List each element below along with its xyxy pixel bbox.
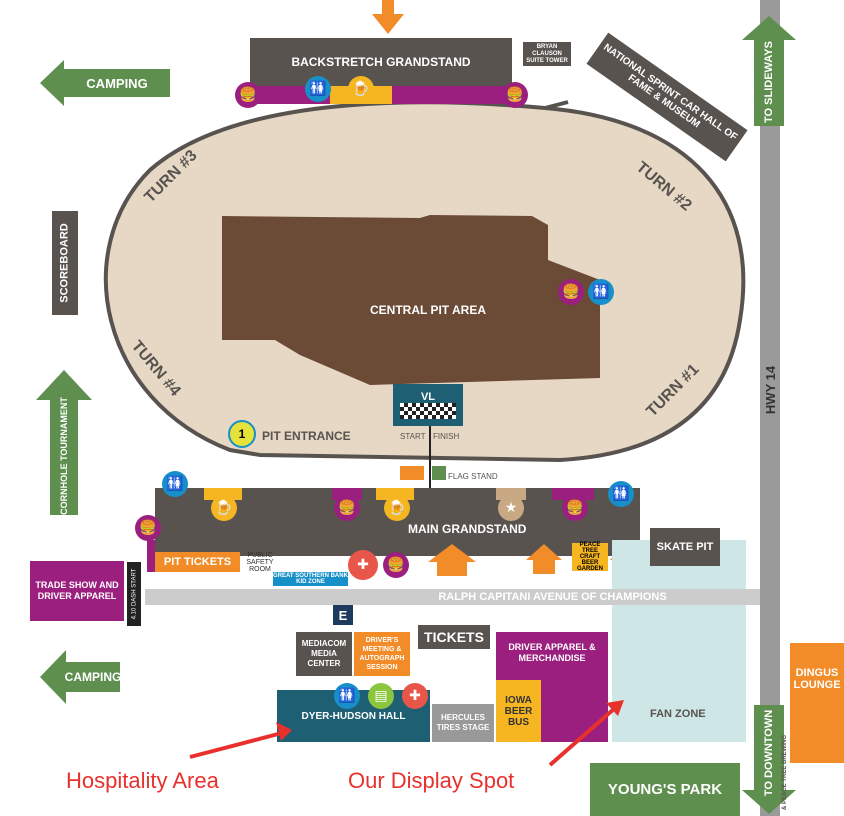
food-basket-icon: ▤ — [368, 683, 394, 709]
pit-tickets[interactable]: PIT TICKETS — [155, 552, 240, 572]
peace-tree-garden-label: PEACE TREE CRAFT BEER GARDEN — [576, 542, 603, 572]
main-grandstand-label: MAIN GRANDSTAND — [408, 522, 527, 536]
restroom-icon: 🚻 — [334, 683, 360, 709]
e-marker-label: E — [338, 607, 348, 623]
trade-show[interactable]: TRADE SHOW AND DRIVER APPAREL — [30, 561, 124, 621]
arrow-icon — [40, 60, 64, 106]
first-aid-icon: ✚ — [348, 550, 378, 580]
arrow-stem — [382, 0, 394, 16]
iowa-beer-bus[interactable]: IOWA BEER BUS — [496, 680, 541, 742]
flag-icon — [432, 466, 446, 480]
slideways-stem — [754, 40, 784, 126]
dash-start: 4.10 DASH START — [127, 562, 141, 626]
beer-icon: 🍺 — [211, 495, 237, 521]
camping-bottom-label: CAMPING — [65, 662, 121, 692]
peace-tree-garden[interactable]: PEACE TREE CRAFT BEER GARDEN — [572, 542, 608, 572]
backstretch-grandstand[interactable]: BACKSTRETCH GRANDSTAND — [250, 38, 512, 86]
food-drink-icon: 🍔 — [135, 515, 161, 541]
to-slideways-arrow[interactable]: TO SLIDEWAYS — [742, 16, 796, 126]
iowa-beer-bus-label: IOWA BEER BUS — [504, 694, 533, 728]
hercules-label: HERCULES TIRES STAGE — [436, 713, 490, 732]
skate-pit[interactable]: SKATE PIT — [650, 528, 720, 566]
finish-label: FINISH — [433, 432, 460, 441]
start-label: START — [400, 432, 426, 441]
mediacom-label: MEDIACOM MEDIA CENTER — [301, 639, 347, 668]
food-drink-icon: 🍔 — [502, 82, 528, 108]
hospitality-area-label: Hospitality Area — [66, 768, 219, 793]
dingus-lounge-label: DINGUS LOUNGE — [793, 667, 841, 691]
central-pit-label: CENTRAL PIT AREA — [370, 303, 487, 317]
entrance-e-marker[interactable]: E — [333, 605, 353, 625]
restroom-icon: 🚻 — [608, 481, 634, 507]
checkered-flag-icon — [400, 403, 456, 419]
pit-entrance-label: PIT ENTRANCE — [262, 429, 351, 443]
drivers-meeting-label: DRIVER'S MEETING & AUTOGRAPH SESSION — [359, 637, 405, 671]
vl-label: VL — [420, 391, 436, 403]
skate-pit-label: SKATE PIT — [656, 541, 714, 553]
cornhole-stem — [50, 400, 78, 515]
highway-14 — [760, 0, 780, 816]
vl-tower[interactable]: VL — [393, 384, 463, 426]
arrow-icon — [742, 790, 796, 814]
arrow-icon — [40, 650, 66, 704]
public-safety-room[interactable]: PUBLIC SAFETY ROOM — [243, 547, 277, 577]
beer-icon: 🍺 — [384, 495, 410, 521]
avenue: RALPH CAPITANI AVENUE OF CHAMPIONS — [145, 589, 760, 605]
downtown-stem — [754, 705, 784, 790]
flag-stand-label: FLAG STAND — [448, 472, 498, 481]
down-arrow-icon — [372, 14, 404, 34]
dingus-lounge[interactable]: DINGUS LOUNGE — [790, 643, 844, 763]
tickets-booth[interactable]: TICKETS — [418, 625, 490, 649]
scoreboard[interactable]: SCOREBOARD — [52, 211, 78, 315]
restroom-icon: 🚻 — [588, 279, 614, 305]
food-drink-icon: 🍔 — [235, 82, 261, 108]
pit-entrance-marker[interactable]: 1 — [228, 420, 256, 448]
food-drink-icon: 🍔 — [334, 495, 360, 521]
mediacom-media-center[interactable]: MEDIACOM MEDIA CENTER — [296, 632, 352, 676]
cornhole-arrow[interactable]: CORNHOLE TOURNAMENT — [36, 370, 92, 515]
food-drink-icon: 🍔 — [562, 495, 588, 521]
youngs-park-label: YOUNG'S PARK — [607, 781, 723, 798]
youngs-park[interactable]: YOUNG'S PARK — [590, 763, 740, 816]
arrow-icon — [36, 370, 92, 400]
first-aid-icon: ✚ — [402, 683, 428, 709]
food-drink-icon: 🍔 — [383, 552, 409, 578]
bryan-clauson-suite-tower[interactable]: BRYAN CLAUSON SUITE TOWER — [523, 42, 571, 66]
restroom-icon: 🚻 — [162, 471, 188, 497]
drivers-meeting[interactable]: DRIVER'S MEETING & AUTOGRAPH SESSION — [354, 632, 410, 676]
camping-arrow-top[interactable]: CAMPING — [40, 60, 170, 106]
dyer-hudson-label: DYER-HUDSON HALL — [301, 710, 406, 722]
star-icon: ★ — [498, 495, 524, 521]
hercules-tires-stage[interactable]: HERCULES TIRES STAGE — [432, 704, 494, 742]
backstretch-label: BACKSTRETCH GRANDSTAND — [291, 55, 471, 69]
tickets-label: TICKETS — [424, 629, 484, 645]
pit-entrance-num: 1 — [238, 427, 246, 441]
arrow-icon — [526, 544, 562, 560]
avenue-label: RALPH CAPITANI AVENUE OF CHAMPIONS — [438, 591, 667, 603]
camping-arrow-bottom[interactable]: CAMPING — [40, 650, 121, 704]
restroom-icon: 🚻 — [305, 76, 331, 102]
great-southern-kid-zone[interactable]: GREAT SOUTHERN BANK KID ZONE — [273, 572, 348, 586]
fan-zone-label: FAN ZONE — [650, 708, 706, 720]
public-safety-label: PUBLIC SAFETY ROOM — [246, 551, 274, 573]
food-drink-icon: 🍔 — [558, 279, 584, 305]
arrow-icon — [428, 544, 476, 562]
to-downtown-arrow[interactable]: TO DOWNTOWN — [742, 705, 796, 816]
display-spot-label: Our Display Spot — [348, 768, 515, 793]
pit-tickets-label: PIT TICKETS — [163, 556, 232, 568]
driver-apparel-label: DRIVER APPAREL & MERCHANDISE — [508, 642, 596, 663]
arrow-icon — [742, 16, 796, 40]
camping-top-label: CAMPING — [64, 69, 170, 97]
fan-zone-area[interactable] — [612, 540, 746, 742]
great-southern-label: GREAT SOUTHERN BANK KID ZONE — [273, 573, 348, 585]
beer-icon: 🍺 — [348, 76, 374, 102]
trade-show-label: TRADE SHOW AND DRIVER APPAREL — [35, 580, 119, 601]
bryan-clauson-label: BRYAN CLAUSON SUITE TOWER — [526, 43, 568, 64]
central-pit-area — [222, 215, 600, 385]
flag-icon — [400, 466, 424, 480]
